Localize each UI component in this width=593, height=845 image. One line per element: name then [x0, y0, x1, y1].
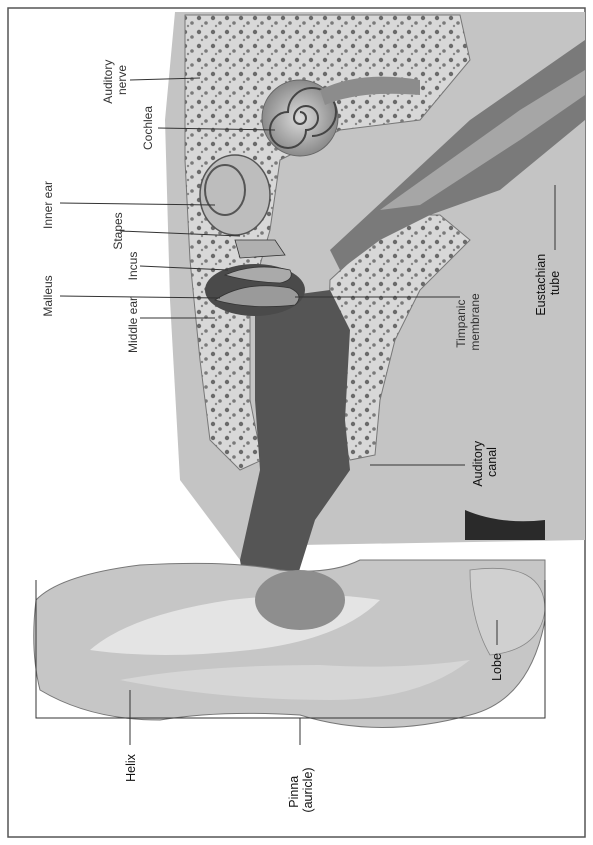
- label-eustachian-line2: tube: [548, 271, 562, 295]
- label-cochlea: Cochlea: [141, 106, 155, 150]
- label-inner-ear: Inner ear: [41, 181, 55, 229]
- label-eustachian-line1: Eustachian: [534, 254, 548, 316]
- concha-shadow: [255, 570, 345, 630]
- label-auditory-nerve-line1: Auditory: [101, 60, 115, 104]
- label-auditory-nerve-line2: nerve: [115, 65, 129, 95]
- label-auditory-canal-line2: canal: [485, 447, 499, 477]
- label-tympanic-line1: Timpanic: [454, 300, 468, 348]
- label-malleus: Malleus: [41, 275, 55, 316]
- label-tympanic-line2: membrane: [468, 293, 482, 351]
- label-auditory-canal-line1: Auditory: [471, 440, 485, 487]
- label-pinna-line1: Pinna: [287, 776, 301, 808]
- label-stapes: Stapes: [111, 212, 125, 249]
- label-helix: Helix: [124, 753, 138, 782]
- label-pinna: Pinna (auricle): [287, 767, 315, 812]
- label-lobe: Lobe: [490, 653, 504, 681]
- inner-ear-shape: [200, 155, 270, 235]
- label-pinna-line2: (auricle): [301, 767, 315, 812]
- label-tympanic-membrane: Timpanic membrane: [454, 293, 482, 351]
- label-incus: Incus: [126, 252, 140, 281]
- label-middle-ear: Middle ear: [126, 297, 140, 353]
